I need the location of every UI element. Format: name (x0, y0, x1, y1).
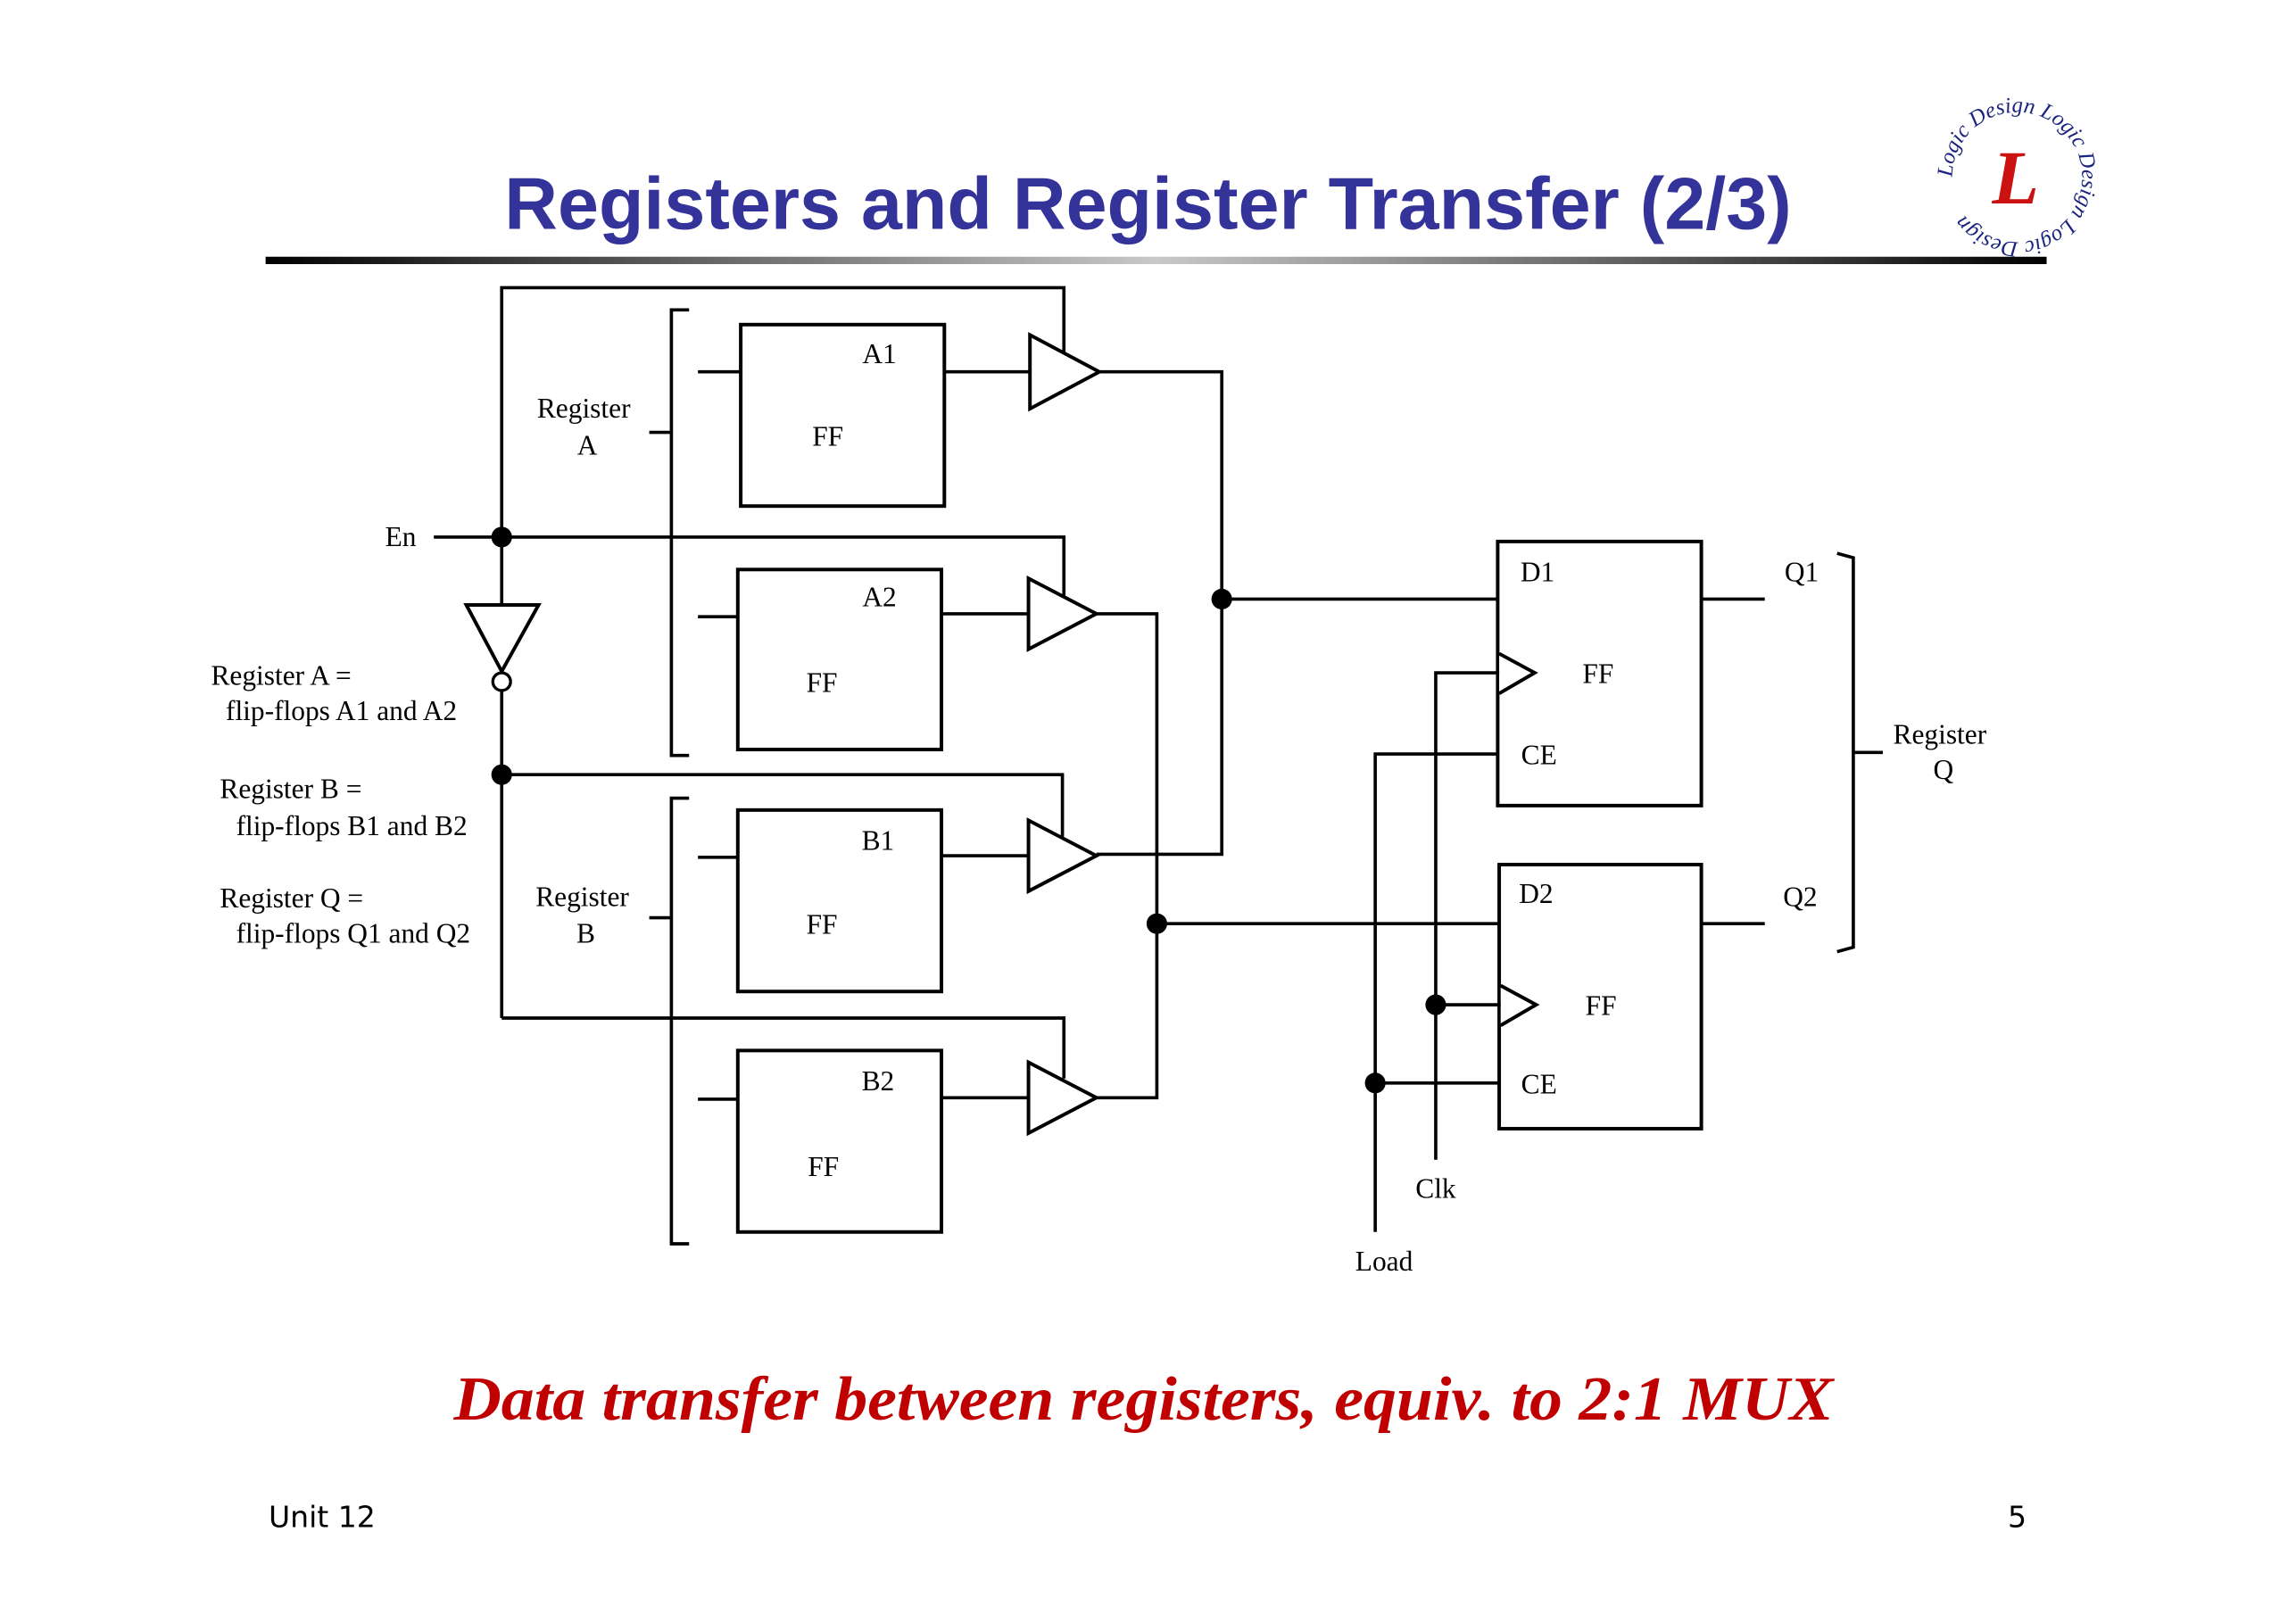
logic-design-logo: Logic Design Logic Design Logic Design L (1933, 94, 2101, 261)
ff-type: FF (812, 420, 843, 451)
bus-bit1 (1096, 369, 1223, 857)
title-rule (265, 256, 2047, 265)
flipflop-q1: D1 FF CE Q1 (1496, 539, 1819, 807)
bus-bit2 (1096, 612, 1159, 1100)
ff-type: FF (808, 1151, 839, 1182)
register-notes: Register A = flip-flops A1 and A2 Regist… (211, 659, 470, 948)
inverter-bubble (491, 671, 512, 692)
wire-enable-b2 (501, 1016, 1066, 1079)
footer-unit: Unit 12 (269, 1499, 376, 1534)
register-q-bracket (1836, 551, 1883, 954)
ff-type: FF (807, 909, 838, 940)
slide-title: Registers and Register Transfer (2/3) (504, 161, 1791, 244)
tristate-buffer-icon (1026, 1059, 1100, 1137)
load-label: Load (1355, 1246, 1413, 1277)
ff-name: B2 (862, 1065, 895, 1097)
clk-label: Clk (1415, 1173, 1456, 1205)
wire-en (434, 535, 1066, 598)
junction-en-not (491, 764, 512, 785)
wire-enable-b1 (501, 773, 1065, 837)
register-a-label: Register A (537, 393, 638, 460)
clock-input-icon (1498, 651, 1538, 695)
junction-bus1 (1211, 588, 1232, 609)
junction-en (491, 526, 512, 548)
control-wiring (434, 286, 1066, 1079)
note-register-q: Register Q = flip-flops Q1 and Q2 (220, 882, 470, 949)
register-a-bracket (649, 308, 690, 758)
ff-type: FF (807, 667, 838, 699)
ff-output-label: Q2 (1783, 881, 1817, 912)
clock-load-wiring: Clk Load (1355, 671, 1501, 1277)
note-register-a: Register A = flip-flops A1 and A2 (211, 659, 457, 726)
ff-input-label: D2 (1519, 878, 1553, 909)
ff-name: A2 (862, 582, 896, 613)
register-b-bracket (649, 796, 690, 1246)
junction-bus2 (1146, 913, 1167, 934)
flipflop-b1: B1 FF (698, 807, 1100, 994)
tristate-buffer-icon (1026, 575, 1100, 652)
flipflop-a1: A1 FF (698, 322, 1104, 509)
flipflop-b2: B2 FF (698, 1048, 1100, 1234)
ff-enable-label: CE (1521, 1068, 1557, 1099)
tristate-buffer-icon (1026, 817, 1100, 895)
clock-input-icon (1499, 983, 1540, 1027)
flipflop-q2: D2 FF CE Q2 (1497, 863, 1818, 1131)
junction-load (1364, 1072, 1386, 1094)
flipflop-a2: A2 FF (698, 567, 1100, 752)
ff-enable-label: CE (1521, 740, 1557, 771)
ff-name: A1 (862, 338, 896, 369)
tristate-buffer-icon (1028, 332, 1104, 412)
register-q-label: Register Q (1894, 718, 1994, 785)
junction-clk (1425, 994, 1446, 1015)
wire-clk (1434, 671, 1500, 1160)
wire-enable-a1 (500, 286, 1066, 537)
page-number: 5 (2008, 1499, 2027, 1534)
en-label: En (385, 521, 417, 552)
note-register-b: Register B = flip-flops B1 and B2 (220, 774, 467, 841)
ff-input-label: D1 (1521, 557, 1554, 588)
ff-name: B1 (862, 824, 895, 856)
data-buses (1096, 369, 1500, 1100)
logo-letter: L (1992, 135, 2040, 220)
slide-caption: Data transfer between registers, equiv. … (452, 1365, 1835, 1434)
inverter-icon (463, 603, 542, 675)
ff-type: FF (1586, 990, 1617, 1022)
ff-type: FF (1582, 658, 1613, 690)
ff-output-label: Q1 (1785, 557, 1819, 588)
register-b-label: Register B (535, 881, 636, 948)
